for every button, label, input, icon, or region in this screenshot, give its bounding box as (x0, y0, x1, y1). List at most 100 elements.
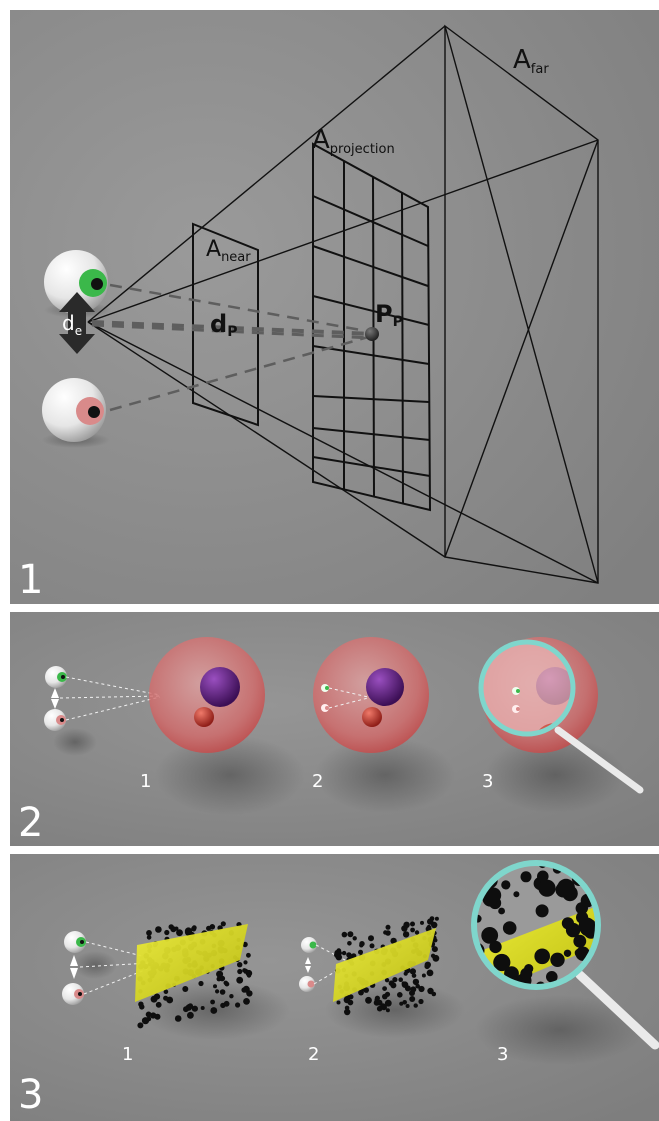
panel-3-scene-2-label: 2 (308, 1044, 319, 1065)
point (246, 952, 251, 958)
point (385, 924, 391, 930)
point (341, 950, 347, 956)
point (399, 1001, 404, 1006)
point (341, 931, 348, 938)
point (385, 1008, 390, 1013)
point (336, 1000, 341, 1005)
point (150, 995, 158, 1003)
point (405, 1004, 410, 1008)
point (384, 978, 390, 983)
point (418, 998, 424, 1005)
panel-1: de Afar Aprojection Anear dP PP 1 (10, 10, 659, 604)
plane-2 (333, 928, 436, 1002)
point (174, 926, 179, 931)
label-de: de (62, 311, 82, 338)
point (402, 931, 410, 938)
point (242, 985, 250, 993)
point (243, 998, 250, 1005)
panel-3-scene-3-label: 3 (497, 1044, 508, 1065)
panel-2: 1 2 (10, 612, 659, 846)
point (220, 921, 226, 927)
point (215, 989, 220, 994)
point (174, 1015, 182, 1022)
point (347, 931, 354, 938)
left-margin (0, 0, 10, 1121)
point (358, 949, 363, 955)
point (369, 943, 375, 949)
point (229, 994, 234, 999)
point (557, 878, 575, 897)
point (155, 1001, 162, 1008)
point (382, 993, 388, 1000)
point (344, 1008, 351, 1016)
point (146, 1016, 152, 1022)
point-pp (365, 327, 379, 341)
label-a-near: Anear (206, 237, 251, 265)
separator-2 (0, 846, 659, 854)
panel-2-number: 2 (18, 800, 43, 846)
panel-3-scene-3: 3 (471, 860, 659, 1065)
point (223, 980, 229, 986)
point (220, 1002, 226, 1009)
point (498, 907, 505, 915)
point (164, 929, 170, 936)
point (418, 985, 425, 993)
point (374, 995, 380, 1001)
point (183, 1006, 189, 1013)
magnifier-handle (554, 726, 644, 794)
point (176, 929, 183, 937)
point (420, 920, 424, 925)
sight-lines (91, 283, 373, 412)
point (216, 976, 222, 982)
point (403, 921, 410, 928)
label-pp: PP (375, 300, 403, 330)
point (432, 954, 440, 962)
point (513, 891, 520, 898)
point (335, 954, 342, 961)
panel-1-background (10, 10, 659, 604)
right-eye (42, 378, 110, 448)
panel-2-scene-1: 1 (44, 637, 305, 815)
point (434, 916, 439, 921)
point (502, 921, 517, 935)
panel-2-scene-2: 2 (312, 637, 455, 813)
eye-distance-arrow (59, 292, 95, 354)
point (537, 870, 549, 883)
point (365, 996, 372, 1004)
point (410, 986, 417, 993)
point (155, 926, 162, 933)
point (501, 880, 511, 890)
point (219, 989, 226, 995)
point (348, 994, 354, 1000)
point (481, 927, 499, 944)
point (383, 930, 388, 935)
point (563, 949, 572, 957)
magnifier-handle-3 (575, 970, 659, 1050)
point (242, 968, 247, 973)
point (535, 904, 549, 918)
point (573, 934, 587, 948)
point (431, 946, 438, 953)
point (410, 921, 415, 927)
magnifier-ring-3 (471, 860, 601, 990)
point (343, 996, 351, 1004)
point (489, 940, 502, 954)
point (410, 927, 415, 933)
point (210, 999, 216, 1005)
label-a-projection: Aprojection (312, 125, 395, 157)
point (368, 935, 374, 942)
point (163, 989, 169, 994)
label-a-far: Afar (513, 45, 549, 77)
point (421, 973, 426, 978)
point (390, 937, 397, 945)
point (413, 1003, 418, 1008)
point (210, 1007, 218, 1014)
point (427, 918, 434, 925)
point (191, 1005, 198, 1012)
plane-1 (135, 924, 248, 1002)
point (246, 973, 252, 978)
point (546, 971, 558, 983)
point (392, 977, 398, 983)
point (561, 917, 575, 930)
